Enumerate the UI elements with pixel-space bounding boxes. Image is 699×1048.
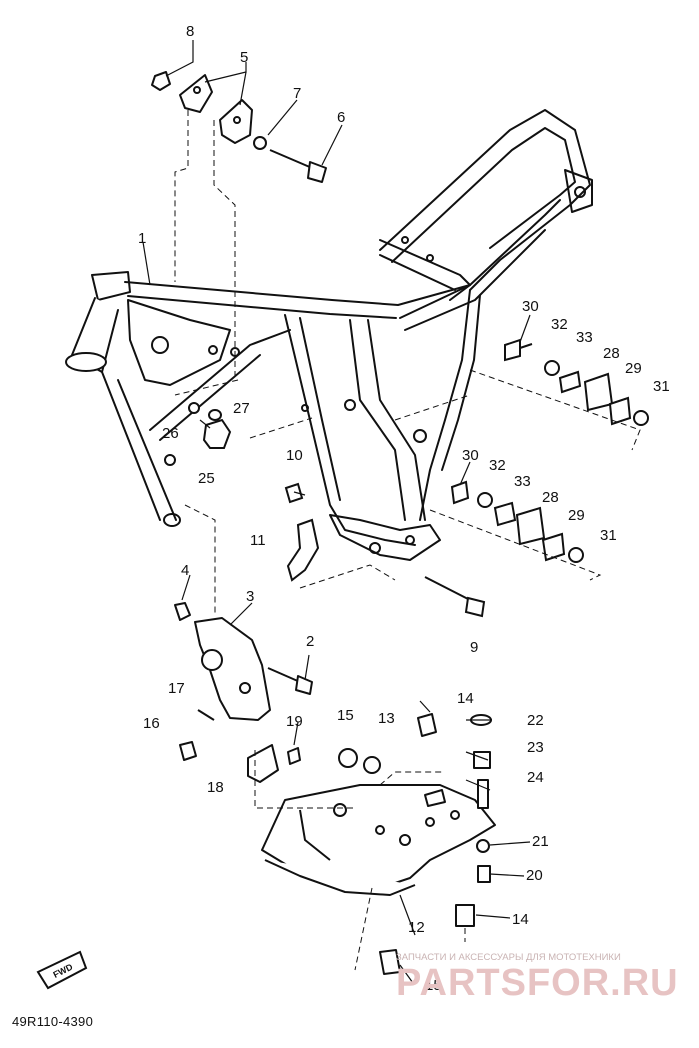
callout: 11 xyxy=(250,532,266,549)
callout: 9 xyxy=(470,639,478,656)
callout: 4 xyxy=(181,562,189,579)
skid-plate xyxy=(261,713,496,975)
callout: 10 xyxy=(286,447,303,464)
callout: 25 xyxy=(198,470,215,487)
callout: 33 xyxy=(514,473,531,490)
callout: 2 xyxy=(306,633,314,650)
callout: 29 xyxy=(568,507,585,524)
rear-mount-hardware-lower xyxy=(450,480,584,563)
callout: 16 xyxy=(143,715,160,732)
callout: 30 xyxy=(522,298,539,315)
callout: 14 xyxy=(457,690,474,707)
side-hardware xyxy=(188,402,486,618)
callout: 30 xyxy=(462,447,479,464)
watermark-tagline: ЗАПЧАСТИ И АКСЕССУАРЫ ДЛЯ МОТОТЕХНИКИ xyxy=(396,952,621,963)
callout: 29 xyxy=(625,360,642,377)
frame-drawing xyxy=(65,109,593,561)
callout: 18 xyxy=(207,779,224,796)
diagram-code: 49R110-4390 xyxy=(12,1014,94,1029)
callout: 1 xyxy=(138,230,146,247)
callout: 31 xyxy=(600,527,617,544)
callout: 21 xyxy=(532,833,549,850)
callout: 5 xyxy=(240,49,248,66)
callout: 24 xyxy=(527,769,544,786)
callout: 17 xyxy=(168,680,185,697)
callout: 7 xyxy=(293,85,301,102)
fwd-arrow: FWD xyxy=(36,950,88,990)
callout: 23 xyxy=(527,739,544,756)
watermark-site: PARTSFOR.RU xyxy=(396,962,679,1004)
callout: 8 xyxy=(186,23,194,40)
callout: 32 xyxy=(489,457,506,474)
reference-lines xyxy=(174,110,641,971)
callout: 6 xyxy=(337,109,345,126)
callout: 15 xyxy=(337,707,354,724)
leader-lines xyxy=(142,40,531,984)
callout: 12 xyxy=(408,919,425,936)
callout-labels: 8 5 7 6 1 30 32 33 28 29 31 26 27 25 10 … xyxy=(138,23,670,994)
callout: 28 xyxy=(542,489,559,506)
callout: 3 xyxy=(246,588,254,605)
rear-mount-hardware-upper xyxy=(504,338,649,426)
engine-plate xyxy=(174,602,313,783)
callout: 28 xyxy=(603,345,620,362)
callout: 22 xyxy=(527,712,544,729)
callout: 15 xyxy=(425,977,442,994)
callout: 33 xyxy=(576,329,593,346)
callout: 19 xyxy=(286,713,303,730)
callout: 26 xyxy=(162,425,179,442)
callout: 27 xyxy=(233,400,250,417)
callout: 13 xyxy=(378,710,395,727)
callout: 31 xyxy=(653,378,670,395)
callout: 32 xyxy=(551,316,568,333)
callout: 14 xyxy=(512,911,529,928)
top-engine-brackets xyxy=(151,71,327,183)
callout: 20 xyxy=(526,867,543,884)
